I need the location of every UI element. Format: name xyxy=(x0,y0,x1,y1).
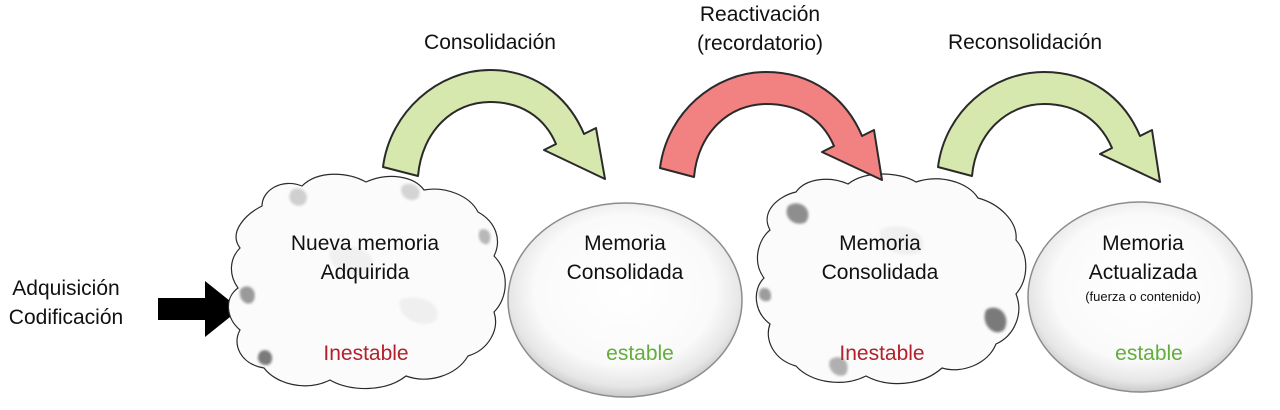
reconsolidation-arrow-icon xyxy=(937,71,1161,183)
state-2-line2: Consolidada xyxy=(566,261,684,284)
state-ellipse-4 xyxy=(1027,201,1253,393)
state-cloud-1 xyxy=(227,173,506,390)
state-3-line2: Consolidada xyxy=(821,261,939,284)
state-ellipse-2 xyxy=(507,202,743,398)
state-1-title: Nueva memoria Adquirida xyxy=(265,229,465,287)
state-4-line2: Actualizada xyxy=(1088,261,1198,284)
state-3-title: Memoria Consolidada xyxy=(780,229,980,287)
state-1-line1: Nueva memoria xyxy=(290,232,440,255)
state-3-line1: Memoria xyxy=(839,232,921,255)
consolidation-arrow-icon xyxy=(382,69,606,180)
input-label-line1: Adquisición xyxy=(12,277,120,300)
reactivation-label-line2: (recordatorio) xyxy=(696,32,824,55)
state-2-status: estable xyxy=(606,342,674,365)
state-2-title: Memoria Consolidada xyxy=(525,229,725,287)
reconsolidation-label: Reconsolidación xyxy=(947,31,1103,54)
state-1-line2: Adquirida xyxy=(320,261,410,284)
reactivation-arrow-icon xyxy=(659,71,883,181)
state-4-status: estable xyxy=(1115,342,1183,365)
state-3-status: Inestable xyxy=(839,342,925,365)
state-4-line1: Memoria xyxy=(1102,232,1184,255)
state-4-title: Memoria Actualizada xyxy=(1043,229,1243,287)
reactivation-label-line1: Reactivación xyxy=(699,3,821,26)
state-1-status: Inestable xyxy=(323,342,409,365)
input-label: Adquisición Codificación xyxy=(0,274,132,332)
input-label-line2: Codificación xyxy=(8,306,124,329)
state-4-note: (fuerza o contenido) xyxy=(1085,289,1201,304)
consolidation-label: Consolidación xyxy=(424,31,556,54)
state-2-line1: Memoria xyxy=(584,232,666,255)
input-arrow-icon xyxy=(158,281,240,337)
state-cloud-3 xyxy=(755,173,1027,385)
reactivation-label: Reactivación (recordatorio) xyxy=(655,0,865,58)
